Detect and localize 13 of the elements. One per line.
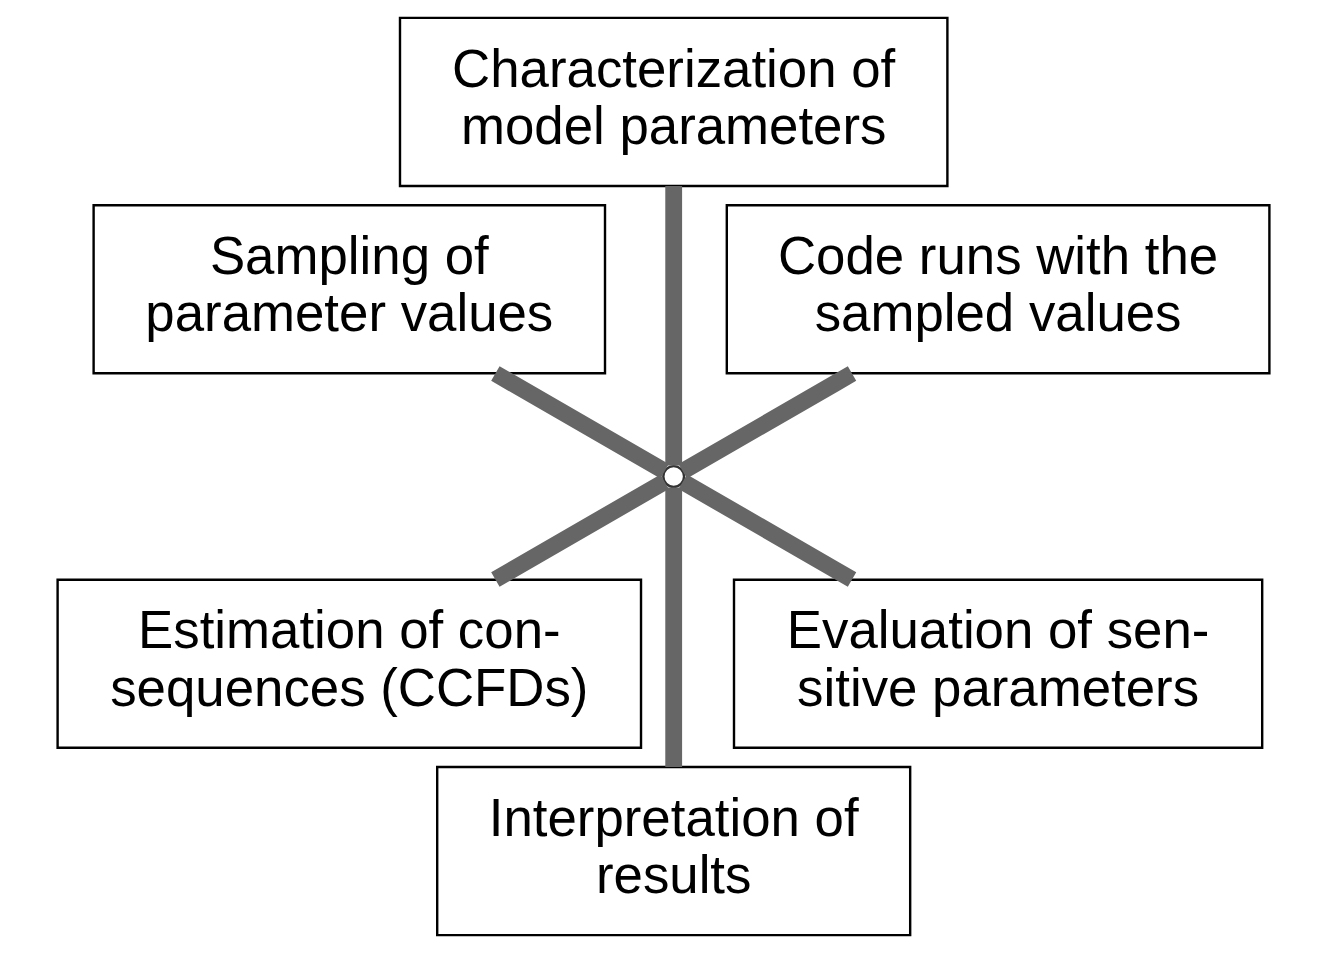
node-box: Sampling of parameter values	[91, 204, 606, 375]
node-point	[661, 464, 685, 489]
node-box: Interpretation of results	[435, 765, 911, 937]
connector	[678, 474, 856, 587]
node-box: Code runs with the sampled values	[725, 204, 1271, 375]
node-box: Estimation of con- sequences (CCFDs)	[55, 578, 642, 749]
node-box: Characterization of model parameters	[398, 16, 949, 188]
connector	[490, 474, 669, 587]
connector	[490, 366, 669, 479]
node-box: Evaluation of sen- sitive parameters	[732, 578, 1263, 749]
connector	[678, 366, 856, 479]
connector	[664, 186, 682, 466]
connector	[664, 487, 682, 767]
